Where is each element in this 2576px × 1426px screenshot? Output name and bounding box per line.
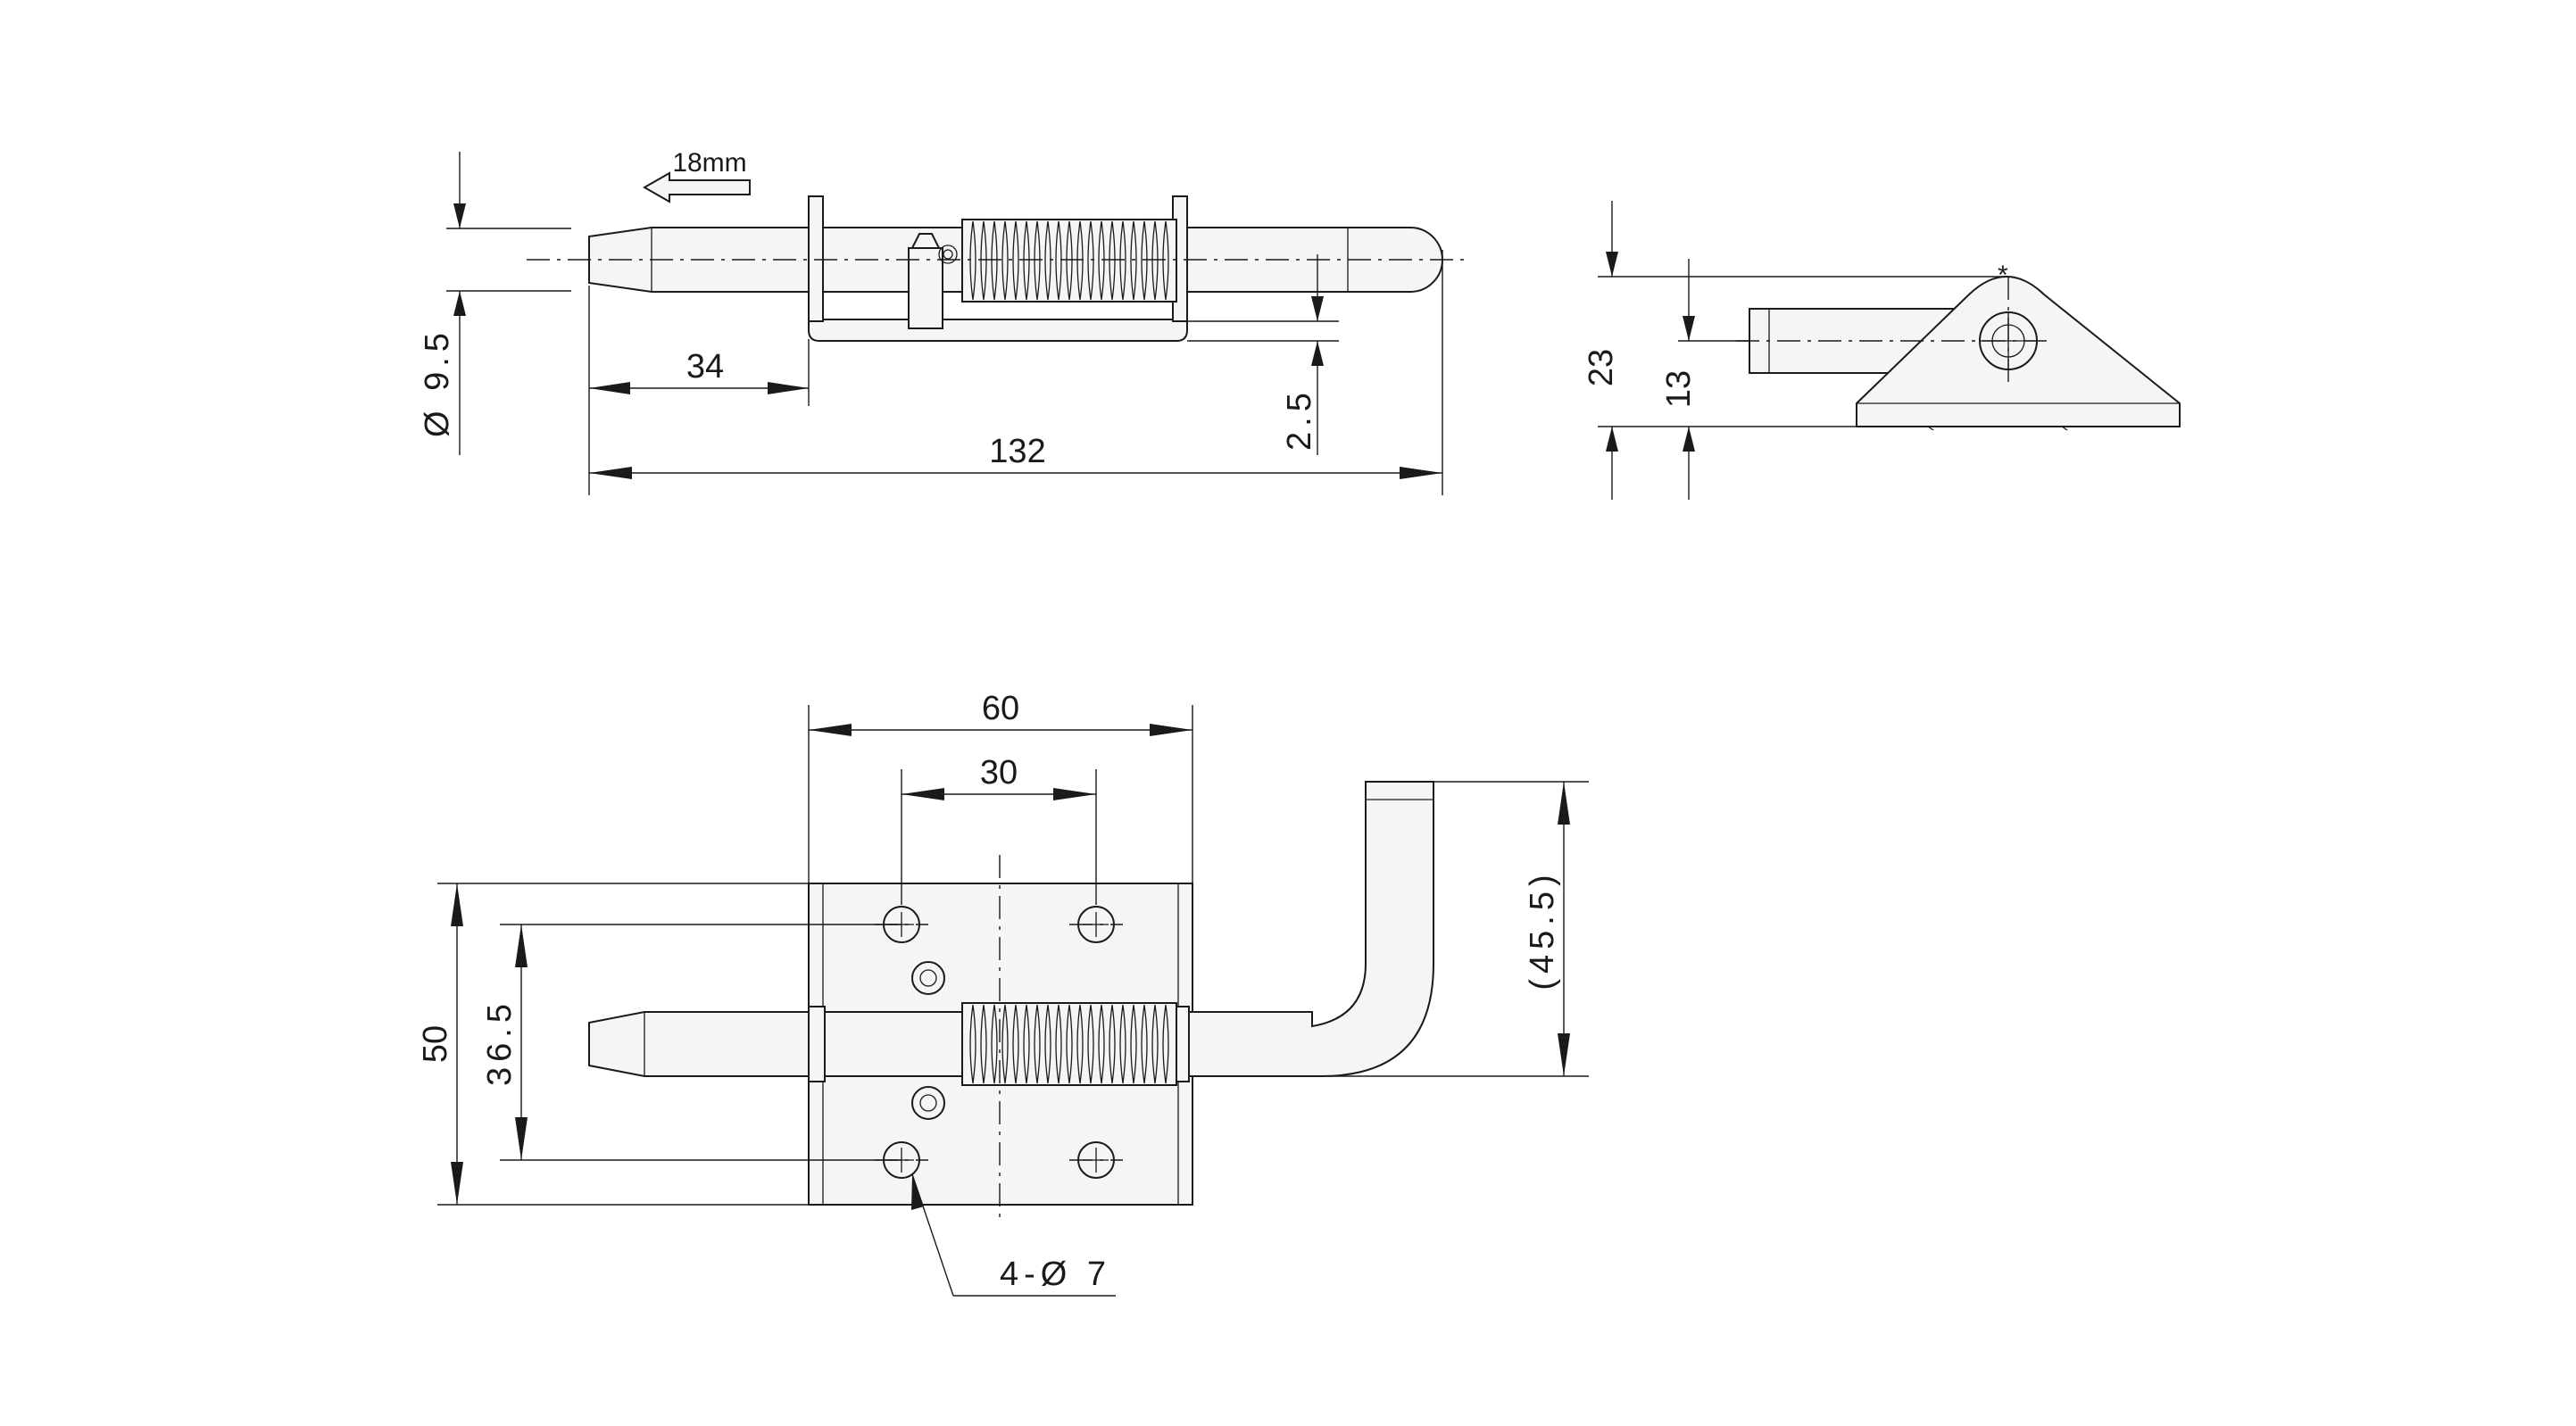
- dim-base-height: 50: [417, 1025, 454, 1063]
- spring-coil: [1023, 220, 1030, 301]
- spring-coil: [1087, 1004, 1094, 1084]
- spring-coil: [1044, 1004, 1051, 1084]
- spring-coil: [1141, 220, 1148, 301]
- spring-coil: [980, 220, 987, 301]
- top-spring: [961, 1002, 1177, 1086]
- svg-text:*: *: [1998, 261, 2008, 290]
- dim-tip-length: 34: [686, 348, 724, 386]
- spring-coil: [1001, 220, 1009, 301]
- dim-pin-diameter: Ø 9.5: [419, 327, 456, 437]
- spring-coil: [1055, 1004, 1062, 1084]
- spring-coil: [1141, 1004, 1148, 1084]
- spring-coil: [991, 220, 998, 301]
- dim-gap: 2.5: [1281, 387, 1318, 451]
- spring-coil: [1162, 220, 1169, 301]
- spring-coil: [980, 1004, 987, 1084]
- spring-coil: [1076, 220, 1084, 301]
- spring-coil: [1162, 1004, 1169, 1084]
- spring-coil: [1109, 1004, 1116, 1084]
- top-view: 60 30 50 36.5 (45.5) 4-Ø 7: [417, 690, 1589, 1297]
- spring-coil: [1044, 220, 1051, 301]
- front-spring: [961, 219, 1177, 303]
- spring-coil: [969, 1004, 976, 1084]
- spring-coil: [1119, 1004, 1126, 1084]
- dim-hole-spacing-y: 36.5: [481, 999, 519, 1086]
- spring-coil: [1151, 220, 1159, 301]
- spring-coil: [1087, 220, 1094, 301]
- spring-coil: [1034, 220, 1041, 301]
- spring-coil: [1012, 220, 1019, 301]
- dim-hole-callout: 4-Ø 7: [1000, 1256, 1111, 1293]
- spring-coil: [1098, 220, 1105, 301]
- dim-overall-length: 132: [989, 433, 1045, 470]
- dim-stroke: 18mm: [672, 148, 746, 178]
- spring-coil: [1066, 1004, 1073, 1084]
- front-view: Ø 9.5 34 132 2.5 18mm: [419, 148, 1464, 495]
- spring-coil: [1012, 1004, 1019, 1084]
- front-knob: [908, 247, 943, 329]
- spring-coil: [1119, 220, 1126, 301]
- spring-coil: [1055, 220, 1062, 301]
- spring-coil: [1001, 1004, 1009, 1084]
- spring-coil: [1034, 1004, 1041, 1084]
- dim-hole-spacing-x: 30: [980, 754, 1018, 792]
- spring-coil: [1109, 220, 1116, 301]
- spring-coil: [1151, 1004, 1159, 1084]
- spring-coil: [1076, 1004, 1084, 1084]
- dim-base-width: 60: [982, 690, 1019, 727]
- side-view: * 23 13: [1583, 201, 2181, 500]
- spring-coil: [1130, 220, 1137, 301]
- spring-coil: [1066, 220, 1073, 301]
- spring-coil: [969, 220, 976, 301]
- spring-coil: [1023, 1004, 1030, 1084]
- dim-side-center: 13: [1660, 370, 1698, 408]
- spring-coil: [1130, 1004, 1137, 1084]
- spring-coil: [1098, 1004, 1105, 1084]
- spring-coil: [991, 1004, 998, 1084]
- stroke-arrow: [642, 171, 751, 203]
- dim-handle-height: (45.5): [1524, 869, 1561, 990]
- dim-side-height: 23: [1583, 349, 1620, 386]
